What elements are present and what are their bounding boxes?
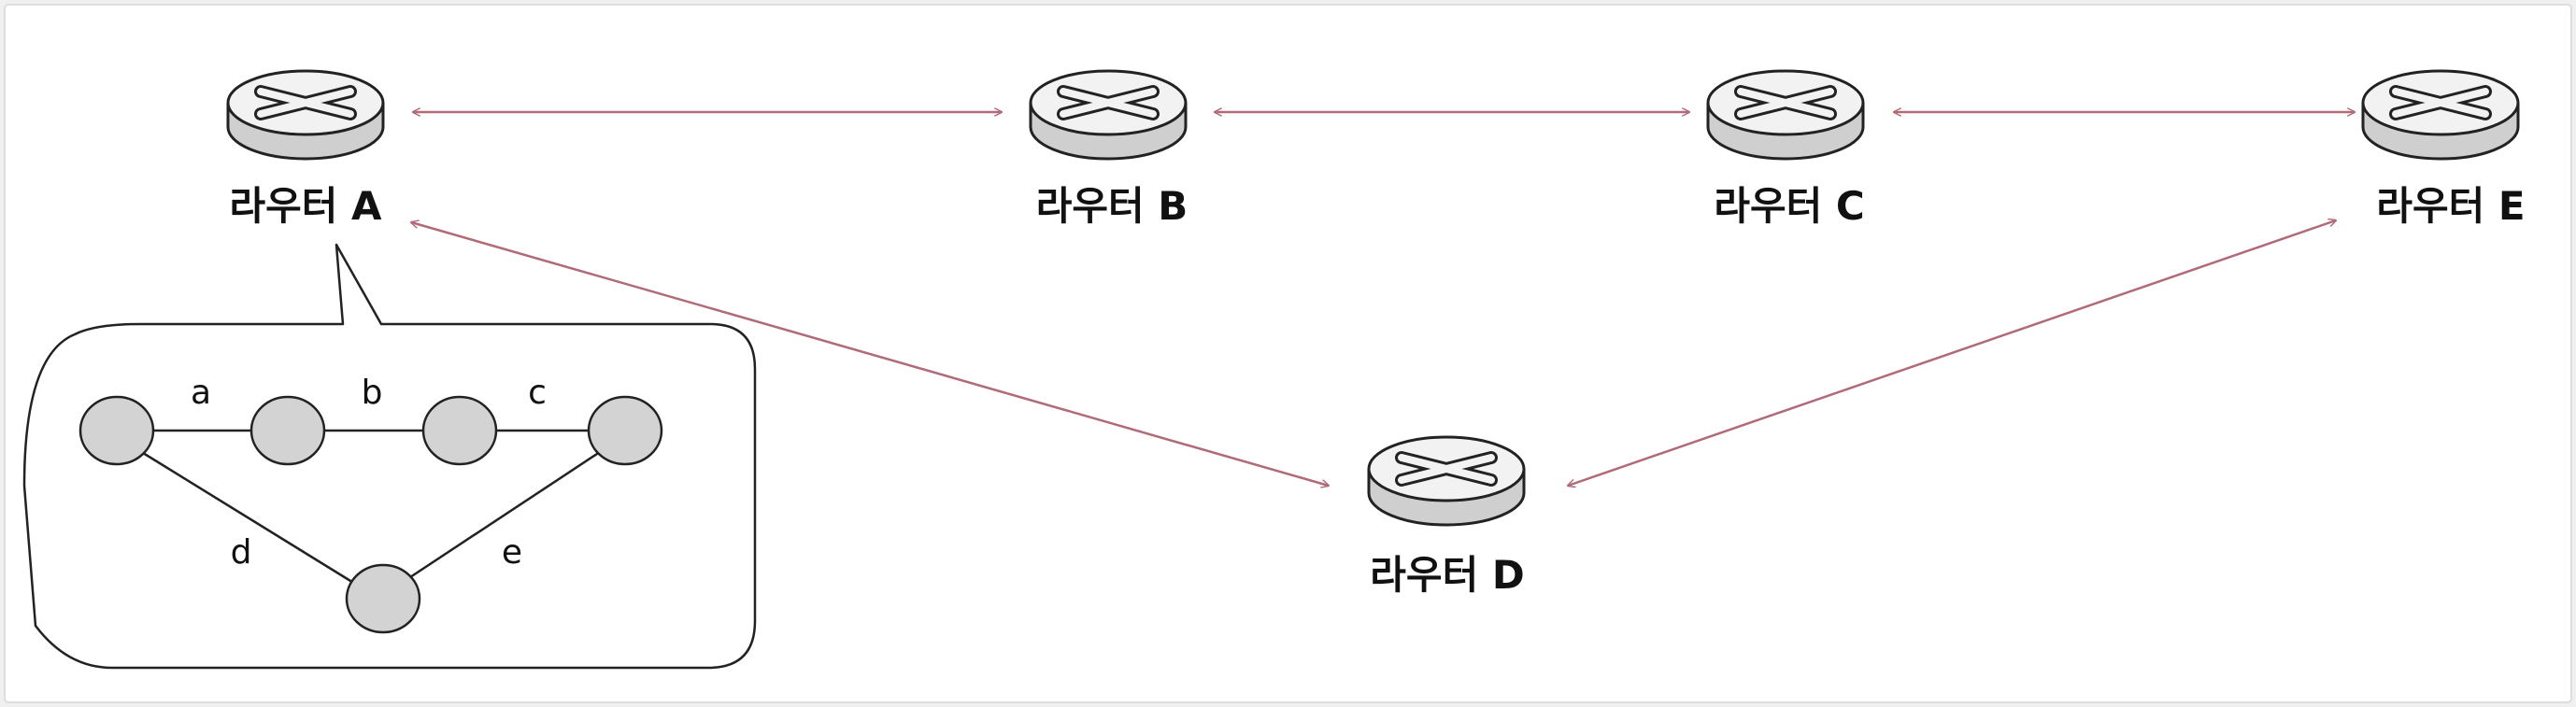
internal-edge	[135, 446, 356, 586]
router-icon	[1031, 71, 1186, 159]
internal-edges	[135, 429, 606, 586]
internal-node	[78, 395, 155, 466]
internal-node	[421, 395, 498, 466]
router-b-label: 라우터 B	[1036, 183, 1188, 229]
edge-label-b: b	[362, 374, 383, 412]
edge-label-a: a	[191, 374, 211, 412]
router-a-label: 라우터 A	[229, 183, 382, 229]
router-icon	[2363, 71, 2518, 159]
router-d-label: 라우터 D	[1370, 552, 1524, 598]
internal-edge-labels: a b c d e	[191, 374, 547, 572]
router-icon	[1708, 71, 1863, 159]
edge-label-e: e	[502, 533, 522, 572]
router-e-label: 라우터 E	[2376, 183, 2525, 229]
callout-bubble	[22, 243, 757, 670]
link-a-d	[411, 222, 1329, 486]
link-e-d	[1568, 220, 2336, 486]
router-d: 라우터 D	[1369, 437, 1525, 598]
router-b: 라우터 B	[1031, 71, 1188, 229]
router-e: 라우터 E	[2363, 71, 2526, 229]
router-icon	[1369, 437, 1524, 525]
router-a: 라우터 A	[228, 71, 383, 229]
router-c: 라우터 C	[1708, 71, 1865, 229]
internal-node	[249, 395, 326, 466]
edge-label-c: c	[528, 374, 547, 412]
router-icon	[228, 71, 383, 159]
internal-node	[587, 395, 663, 466]
router-links	[411, 112, 2355, 486]
router-a-internal-callout: a b c d e	[22, 243, 757, 670]
internal-node	[345, 563, 421, 634]
internal-nodes	[78, 395, 663, 634]
router-c-label: 라우터 C	[1714, 183, 1864, 229]
internal-edge	[404, 446, 606, 583]
edge-label-d: d	[231, 533, 252, 572]
